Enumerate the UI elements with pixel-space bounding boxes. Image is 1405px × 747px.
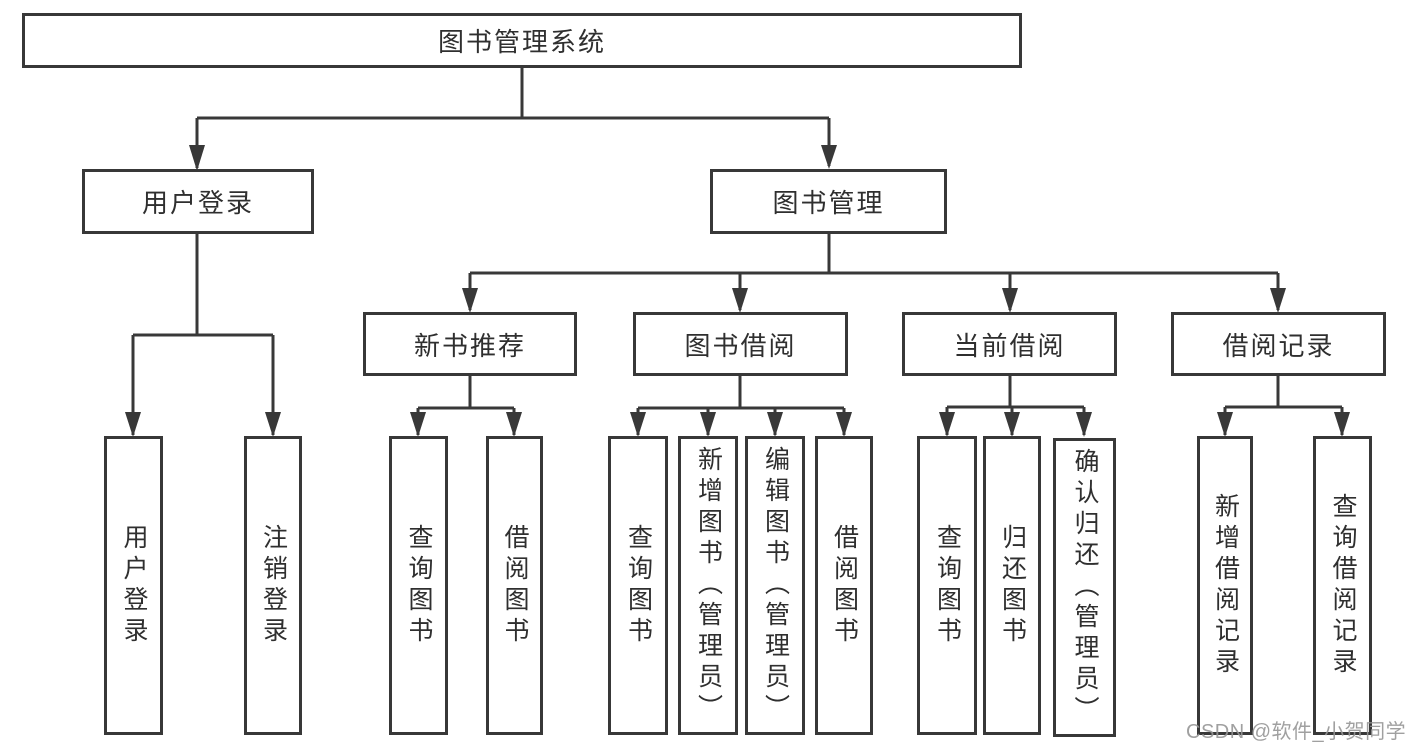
node-label: 查询借阅记录 [1329,492,1357,679]
node-label: 用户登录 [141,188,254,218]
leaf-return-book: 归还图书 [983,436,1041,735]
node-label: 新书推荐 [413,330,526,361]
leaf-query-books-current: 查询图书 [917,436,977,735]
leaf-confirm-return-admin: 确认归还（管理员） [1053,438,1116,737]
leaf-query-books-borrow: 查询图书 [608,436,668,735]
leaf-query-borrow-record: 查询借阅记录 [1313,436,1372,735]
node-label: 新增借阅记录 [1211,492,1240,679]
node-label: 当前借阅 [953,330,1066,361]
node-label: 借阅图书 [501,523,529,648]
csdn-watermark: CSDN @软件_小贺同学 [1186,721,1405,743]
leaf-logout: 注销登录 [244,436,302,735]
leaf-borrow-books: 借阅图书 [815,436,873,735]
node-label: 图书管理 [772,188,885,218]
node-current-borrow: 当前借阅 [902,312,1117,376]
node-book-management: 图书管理 [710,169,947,234]
node-library-management-system: 图书管理系统 [22,13,1022,68]
connector-user-login-children [131,234,275,435]
node-label: 查询图书 [405,523,433,648]
connector-root-to-level2 [195,68,831,168]
connector-book-borrow-children [636,376,846,435]
node-label: 借阅记录 [1222,330,1335,361]
node-label: 编辑图书（管理员） [761,446,790,725]
node-new-book-recommend: 新书推荐 [363,312,577,376]
node-book-borrow: 图书借阅 [633,312,848,376]
node-label: 查询图书 [624,523,653,648]
connector-new-book-recommend-children [416,376,516,435]
connector-borrow-records-children [1223,376,1344,435]
leaf-borrow-books-recommend: 借阅图书 [486,436,543,735]
connector-current-borrow-children [945,376,1086,435]
leaf-query-books-recommend: 查询图书 [389,436,448,735]
leaf-user-login: 用户登录 [104,436,163,735]
node-label: 图书管理系统 [437,27,606,57]
node-label: 注销登录 [259,523,288,648]
node-label: 用户登录 [120,523,148,648]
node-label: 归还图书 [998,523,1027,648]
node-label: 查询图书 [933,523,962,648]
leaf-add-borrow-record: 新增借阅记录 [1197,436,1253,735]
connector-book-management-children [468,234,1280,310]
node-user-login: 用户登录 [82,169,314,234]
node-borrow-records: 借阅记录 [1171,312,1386,376]
arrowheads [125,145,1350,437]
node-label: 确认归还（管理员） [1071,448,1099,727]
node-label: 新增图书（管理员） [694,446,723,725]
leaf-add-book-admin: 新增图书（管理员） [678,436,738,735]
leaf-edit-book-admin: 编辑图书（管理员） [745,436,805,735]
node-label: 图书借阅 [684,330,797,361]
node-label: 借阅图书 [830,523,859,648]
